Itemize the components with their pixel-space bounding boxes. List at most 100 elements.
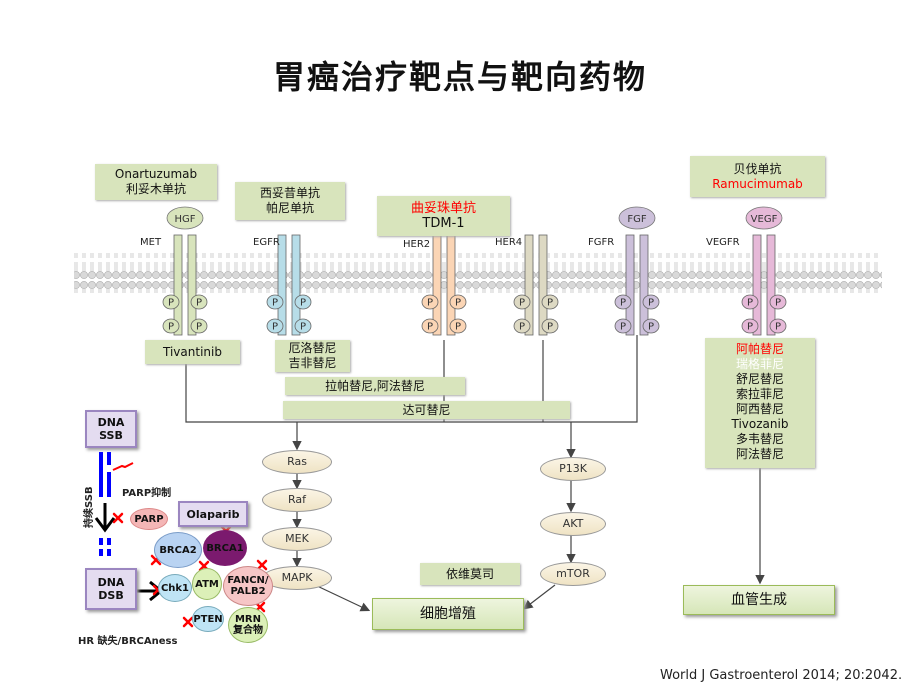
- lapatinib-box: 拉帕替尼,阿法替尼: [285, 377, 465, 395]
- phosphate-icon: P: [769, 318, 787, 334]
- cross-mark-icon: [182, 616, 194, 628]
- tivantinib-box: Tivantinib: [145, 340, 240, 364]
- phosphate-icon: P: [190, 294, 208, 310]
- node-raf: Raf: [262, 488, 332, 512]
- drug-name: 阿西替尼: [735, 402, 784, 416]
- label: PALB2: [230, 586, 266, 597]
- ligand-hgf: HGF: [166, 206, 204, 230]
- drug-name: 西妥昔单抗: [259, 186, 320, 200]
- phosphate-icon: P: [642, 318, 660, 334]
- node-mapk: MAPK: [262, 566, 332, 590]
- phosphate-icon: P: [294, 294, 312, 310]
- svg-text:P: P: [547, 298, 553, 309]
- phosphate-icon: P: [769, 294, 787, 310]
- fancn-palb2-node: FANCN/PALB2: [223, 566, 273, 606]
- svg-text:P: P: [427, 322, 433, 333]
- svg-text:P: P: [300, 322, 306, 333]
- receptor-label-her2: HER2: [403, 239, 431, 250]
- proliferation-box: 细胞增殖: [372, 598, 524, 630]
- signal-lines: [185, 335, 765, 612]
- drug-name: Tivozanib: [731, 417, 789, 431]
- brca1-node: BRCA1: [203, 530, 247, 566]
- receptor-label-fgfr: FGFR: [588, 237, 615, 248]
- svg-text:P: P: [272, 322, 278, 333]
- label: DNA: [97, 576, 125, 589]
- drug-name: Ramucimumab: [712, 176, 803, 191]
- phosphate-icon: P: [541, 318, 559, 334]
- phosphate-icon: P: [449, 294, 467, 310]
- page-title: 胃癌治疗靶点与靶向药物: [272, 58, 647, 96]
- drug-name: 帕尼单抗: [265, 201, 314, 215]
- svg-text:P: P: [747, 322, 753, 333]
- hr-deficiency-label: HR 缺失/BRCAness: [78, 636, 178, 647]
- svg-text:P: P: [547, 322, 553, 333]
- brca2-node: BRCA2: [154, 532, 202, 568]
- svg-text:P: P: [196, 298, 202, 309]
- phosphate-icon: P: [513, 318, 531, 334]
- phosphate-icon: P: [741, 294, 759, 310]
- egfr-tki-box: 厄洛替尼吉非替尼: [275, 340, 350, 372]
- olaparib-box: Olaparib: [178, 501, 248, 527]
- receptor-label-egfr: EGFR: [253, 237, 280, 248]
- phosphate-icon: P: [449, 318, 467, 334]
- svg-text:FGF: FGF: [627, 214, 647, 225]
- phosphate-icon: P: [162, 294, 180, 310]
- node-pi3k: P13K: [540, 457, 606, 481]
- node-ras: Ras: [262, 450, 332, 474]
- drug-name: 吉非替尼: [288, 356, 337, 370]
- label: DSB: [98, 589, 124, 602]
- node-mek: MEK: [262, 527, 332, 551]
- phosphate-icon: P: [266, 294, 284, 310]
- phosphate-icon: P: [421, 318, 439, 334]
- phosphate-icon: P: [190, 318, 208, 334]
- persistent-ssb-label: 持续SSB: [84, 486, 95, 528]
- svg-text:P: P: [648, 322, 654, 333]
- phosphate-icon: P: [266, 318, 284, 334]
- svg-text:P: P: [455, 322, 461, 333]
- receptor-egfr: P P P P: [266, 234, 312, 336]
- cross-mark-icon: [112, 512, 124, 524]
- svg-text:P: P: [300, 298, 306, 309]
- phosphate-icon: P: [541, 294, 559, 310]
- drug-name: 阿帕替尼: [735, 342, 784, 356]
- ligand-fgf: FGF: [618, 206, 656, 230]
- phosphate-icon: P: [162, 318, 180, 334]
- svg-text:HGF: HGF: [174, 214, 195, 225]
- svg-text:P: P: [455, 298, 461, 309]
- svg-text:P: P: [427, 298, 433, 309]
- phosphate-icon: P: [614, 294, 632, 310]
- svg-text:P: P: [519, 298, 525, 309]
- label: SSB: [99, 429, 123, 442]
- drug-name: Onartuzumab: [114, 167, 198, 181]
- drug-name: 阿法替尼: [735, 447, 784, 461]
- svg-text:P: P: [648, 298, 654, 309]
- node-akt: AKT: [540, 512, 606, 536]
- svg-text:P: P: [775, 322, 781, 333]
- drug-name: 利妥木单抗: [125, 182, 186, 196]
- everolimus-box: 依维莫司: [420, 563, 520, 585]
- svg-text:P: P: [196, 322, 202, 333]
- phosphate-icon: P: [294, 318, 312, 334]
- svg-text:P: P: [620, 298, 626, 309]
- svg-text:P: P: [272, 298, 278, 309]
- citation: World J Gastroenterol 2014; 20:2042.: [660, 668, 903, 683]
- drug-name: 厄洛替尼: [288, 341, 337, 355]
- phosphate-icon: P: [513, 294, 531, 310]
- vegfr-tki-box: 阿帕替尼 瑞格菲尼 舒尼替尼 索拉菲尼 阿西替尼 Tivozanib 多韦替尼 …: [705, 338, 815, 468]
- drug-name: TDM-1: [422, 216, 465, 231]
- drug-name: 舒尼替尼: [735, 372, 784, 386]
- chk1-node: Chk1: [158, 574, 192, 602]
- phosphate-icon: P: [421, 294, 439, 310]
- drug-name: 贝伐单抗: [733, 161, 782, 176]
- phosphate-icon: P: [614, 318, 632, 334]
- drug-name: 多韦替尼: [735, 432, 784, 446]
